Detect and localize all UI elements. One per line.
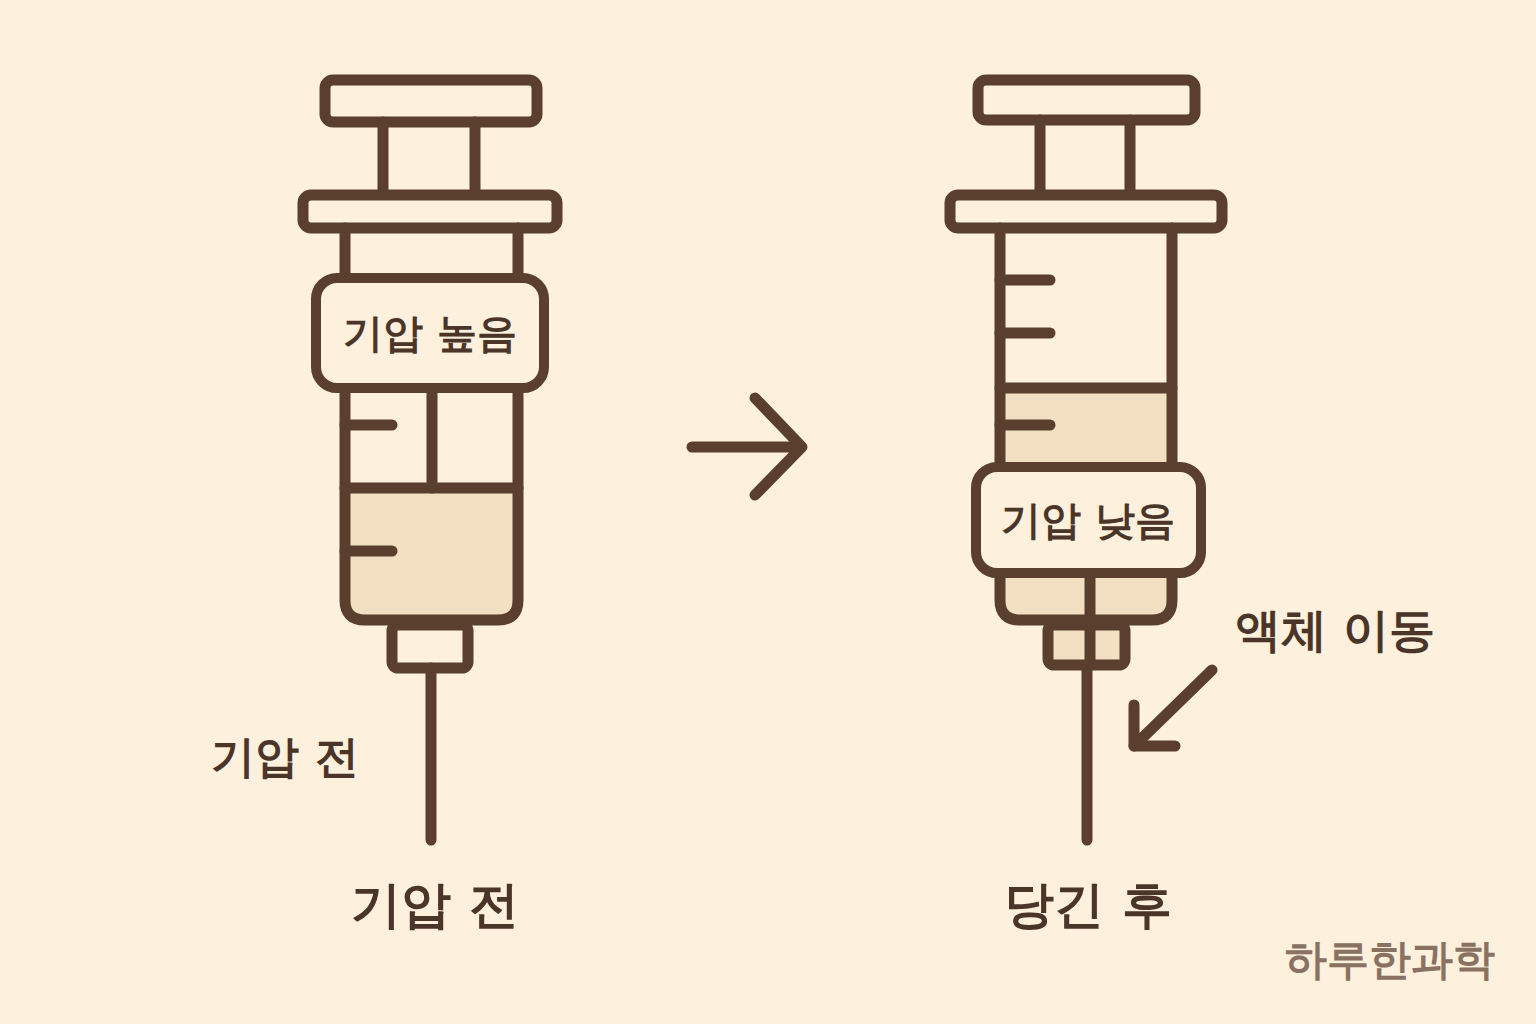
plunger-rod	[378, 122, 389, 195]
plunger-rod	[1035, 120, 1046, 195]
tick-mark	[1000, 275, 1050, 286]
transition-arrowhead	[755, 398, 802, 495]
panel-caption: 기압 전	[351, 878, 518, 933]
tick-mark	[1000, 420, 1050, 431]
needle	[1082, 665, 1093, 840]
liquid	[345, 488, 518, 616]
tick-mark	[345, 546, 392, 557]
leader-arrow	[1134, 670, 1212, 746]
panel-caption: 당긴 후	[1004, 878, 1171, 933]
box-text: 기압 낮음	[1001, 498, 1175, 542]
box-text: 기압 높음	[343, 311, 517, 355]
pressure-label-box: 기압 높음	[311, 273, 549, 393]
callout-label: 액체 이동	[1235, 605, 1435, 656]
tick-mark	[345, 420, 392, 431]
plunger-top	[978, 80, 1195, 120]
tip	[392, 625, 468, 668]
tick-mark	[1000, 328, 1050, 339]
needle	[426, 668, 437, 840]
pressure-label-box: 기압 낮음	[971, 462, 1206, 578]
flange	[950, 195, 1222, 228]
tip	[1048, 625, 1125, 665]
plunger-stem	[427, 392, 438, 488]
watermark: 하루한과학	[1285, 937, 1495, 983]
plunger-head	[345, 483, 518, 494]
state-label: 기압 전	[211, 733, 358, 781]
leader-arrowhead	[1134, 705, 1175, 746]
plunger-top	[325, 80, 537, 122]
plunger-rod	[470, 122, 481, 195]
transition-arrow	[692, 442, 800, 453]
plunger-rod	[1125, 120, 1136, 195]
plunger-head	[1000, 383, 1172, 394]
